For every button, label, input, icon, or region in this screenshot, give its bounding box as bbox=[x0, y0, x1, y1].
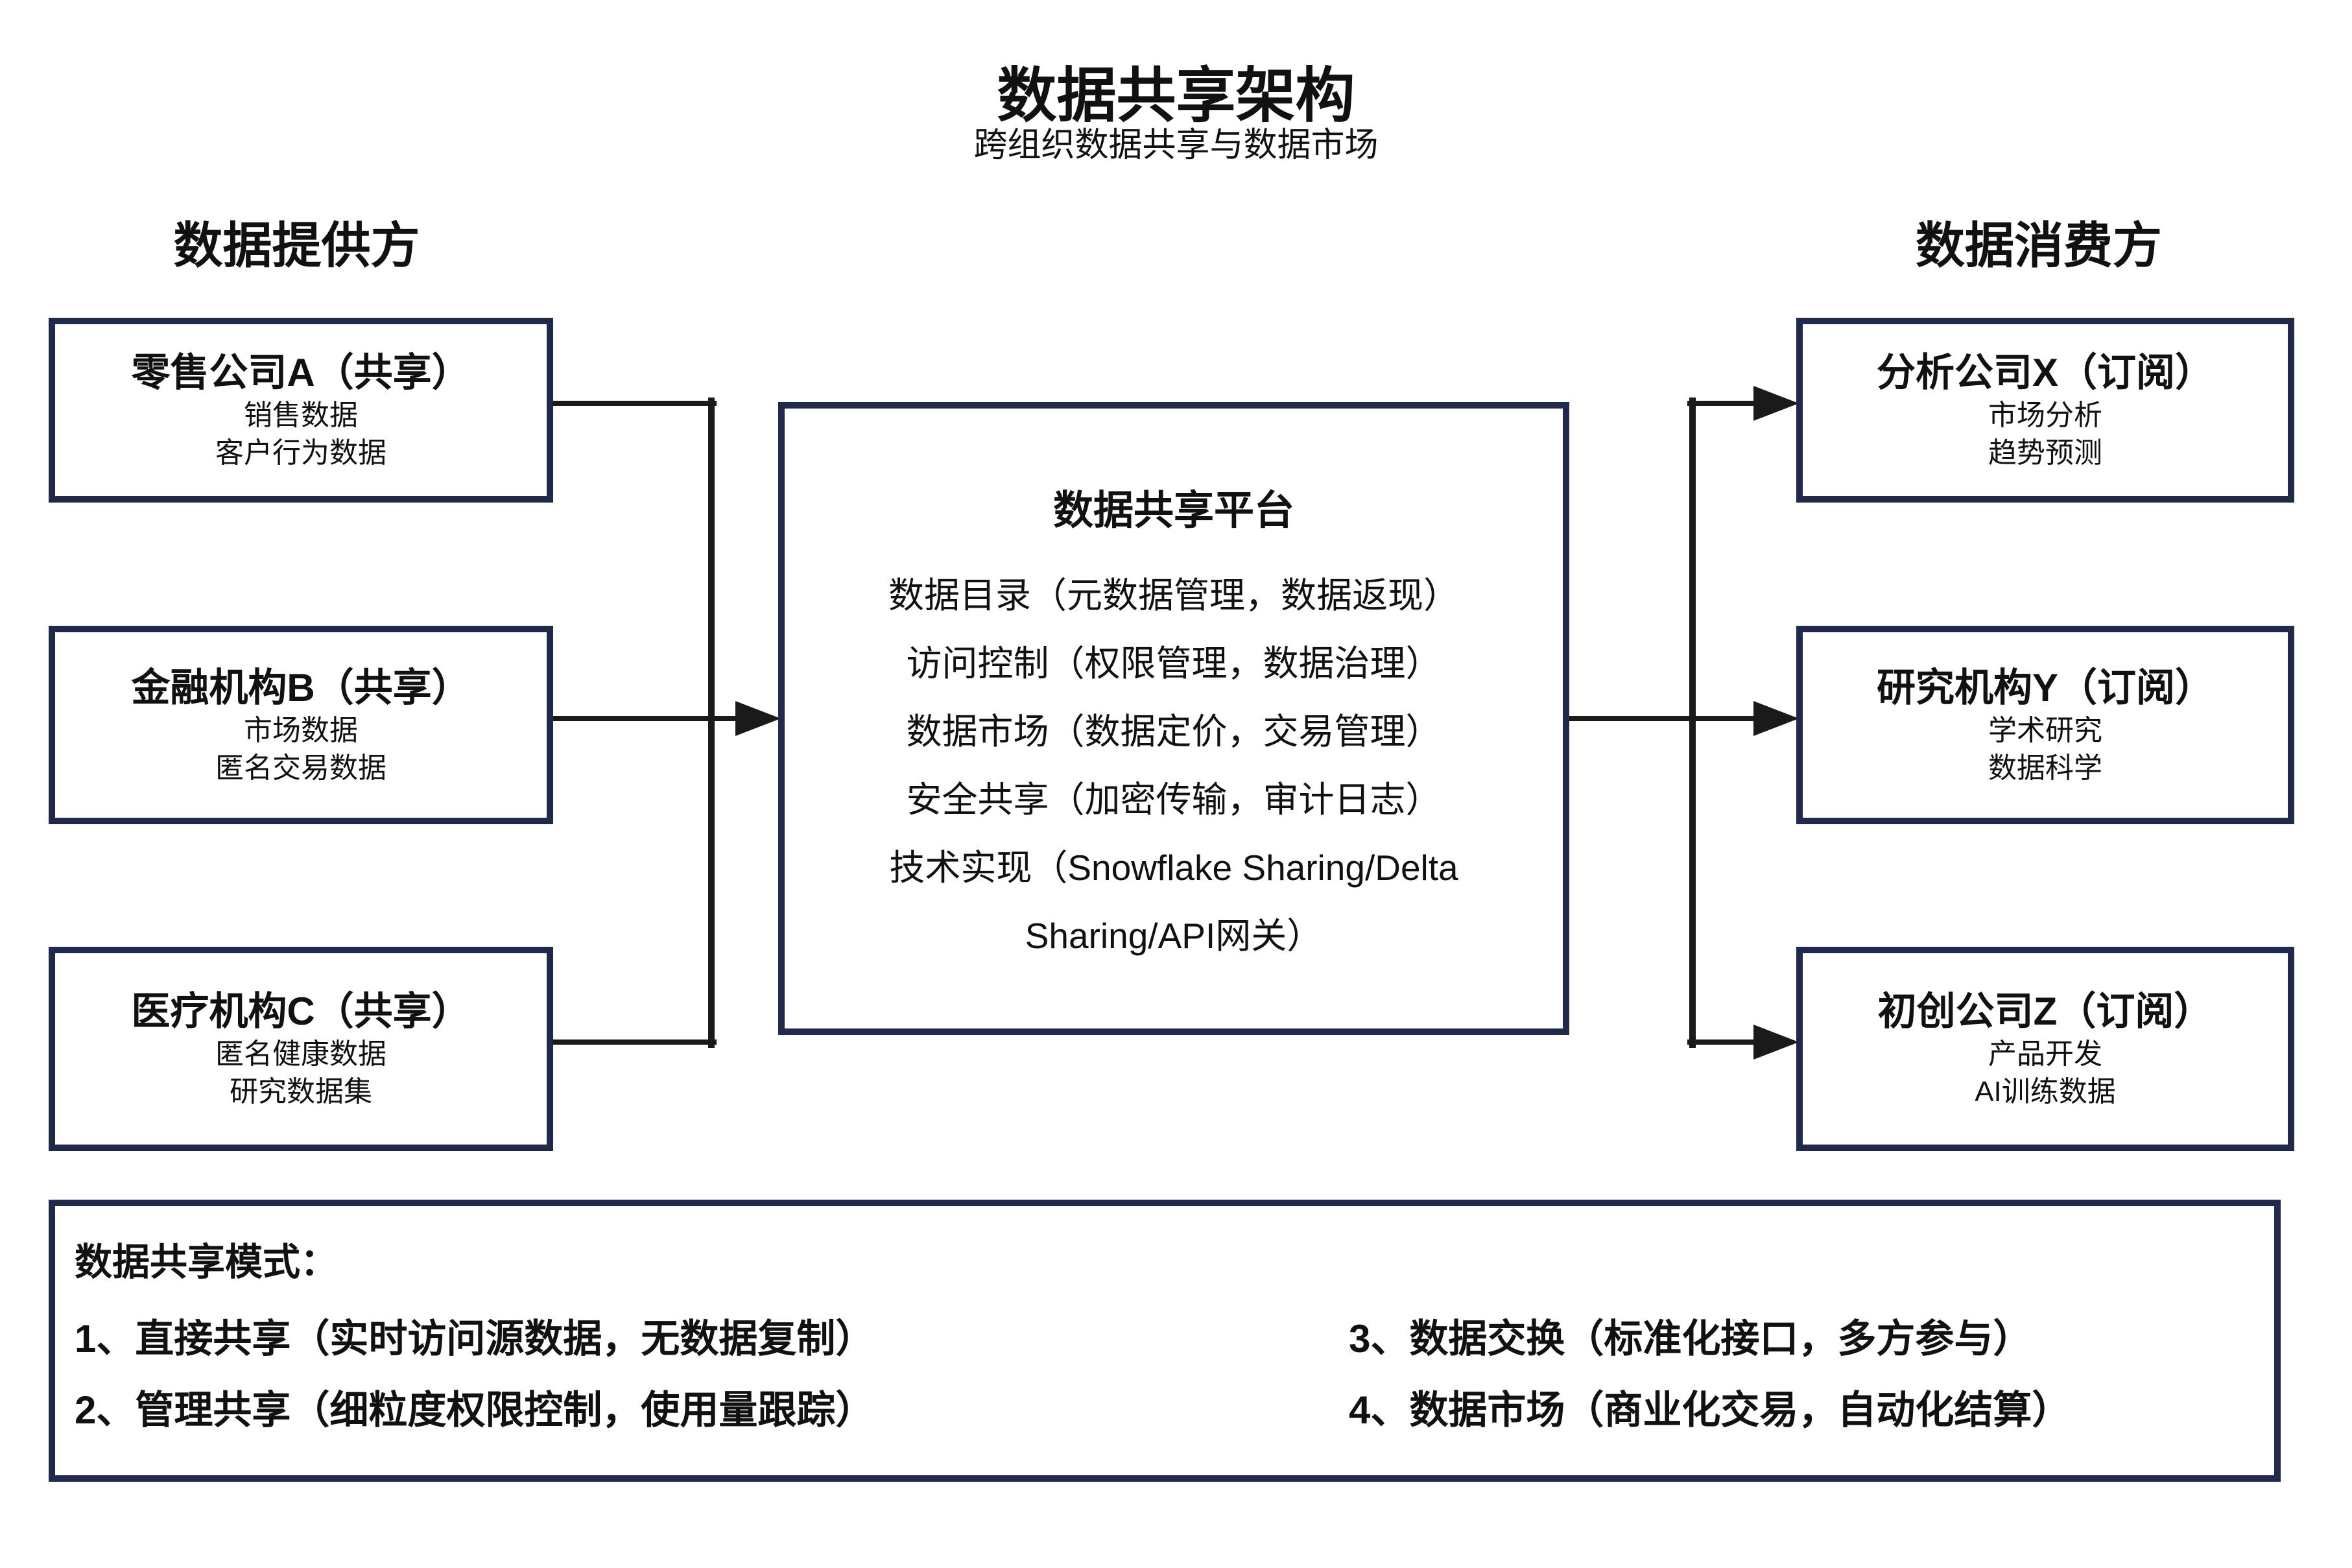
platform-capability: 访问控制（权限管理，数据治理） bbox=[906, 643, 1442, 683]
consumers-header: 数据消费方 bbox=[1916, 219, 2162, 274]
page-title: 数据共享架构 bbox=[997, 63, 1355, 129]
node-medical-institution-c: 医疗机构C（共享） 匿名健康数据 研究数据集 bbox=[49, 947, 553, 1151]
platform-capability-list: 数据目录（元数据管理，数据返现） 访问控制（权限管理，数据治理） 数据市场（数据… bbox=[830, 562, 1517, 970]
arrowhead-into-consumer-z-icon bbox=[1753, 1025, 1799, 1060]
node-detail: 客户行为数据 bbox=[215, 437, 386, 469]
node-title: 医疗机构C（共享） bbox=[131, 990, 471, 1034]
page-subtitle: 跨组织数据共享与数据市场 bbox=[973, 126, 1379, 164]
node-title: 研究机构Y（订阅） bbox=[1876, 665, 2215, 709]
sharing-mode-item-4: 4、数据市场（商业化交易，自动化结算） bbox=[1349, 1388, 2071, 1432]
platform-title: 数据共享平台 bbox=[1052, 488, 1294, 533]
node-detail: 销售数据 bbox=[244, 399, 358, 432]
sharing-modes-header: 数据共享模式： bbox=[75, 1241, 339, 1283]
node-detail: AI训练数据 bbox=[1975, 1076, 2116, 1108]
sharing-mode-item-1: 1、直接共享（实时访问源数据，无数据复制） bbox=[75, 1317, 875, 1360]
node-detail: 趋势预测 bbox=[1988, 437, 2102, 469]
arrowhead-into-consumer-y-icon bbox=[1753, 701, 1799, 736]
node-detail: 匿名交易数据 bbox=[215, 752, 386, 784]
node-title: 初创公司Z（订阅） bbox=[1877, 990, 2213, 1034]
node-detail: 研究数据集 bbox=[230, 1076, 372, 1108]
platform-capability: 数据目录（元数据管理，数据返现） bbox=[888, 575, 1459, 615]
node-detail: 产品开发 bbox=[1988, 1038, 2102, 1071]
node-retail-company-a: 零售公司A（共享） 销售数据 客户行为数据 bbox=[49, 318, 553, 503]
node-title: 零售公司A（共享） bbox=[131, 351, 471, 395]
sharing-mode-item-3: 3、数据交换（标准化接口，多方参与） bbox=[1349, 1317, 2032, 1360]
platform-capability: 技术实现（Snowflake Sharing/Delta Sharing/API… bbox=[889, 848, 1458, 956]
node-detail: 匿名健康数据 bbox=[215, 1038, 386, 1071]
node-research-institution-y: 研究机构Y（订阅） 学术研究 数据科学 bbox=[1796, 626, 2294, 824]
node-detail: 市场分析 bbox=[1988, 399, 2102, 432]
node-title: 分析公司X（订阅） bbox=[1876, 351, 2215, 395]
platform-capability: 安全共享（加密传输，审计日志） bbox=[906, 779, 1442, 820]
arrowhead-into-platform-icon bbox=[735, 701, 781, 736]
node-detail: 市场数据 bbox=[244, 714, 358, 746]
sharing-modes-panel: 数据共享模式： 1、直接共享（实时访问源数据，无数据复制） 2、管理共享（细粒度… bbox=[49, 1200, 2281, 1482]
providers-header: 数据提供方 bbox=[173, 219, 420, 274]
platform-capability: 数据市场（数据定价，交易管理） bbox=[906, 711, 1442, 752]
node-startup-company-z: 初创公司Z（订阅） 产品开发 AI训练数据 bbox=[1796, 947, 2294, 1151]
sharing-mode-item-2: 2、管理共享（细粒度权限控制，使用量跟踪） bbox=[75, 1388, 875, 1432]
node-detail: 数据科学 bbox=[1988, 752, 2102, 784]
arrowhead-into-consumer-x-icon bbox=[1753, 386, 1799, 421]
node-financial-institution-b: 金融机构B（共享） 市场数据 匿名交易数据 bbox=[49, 626, 553, 824]
node-analytics-company-x: 分析公司X（订阅） 市场分析 趋势预测 bbox=[1796, 318, 2294, 503]
node-detail: 学术研究 bbox=[1988, 714, 2102, 746]
node-data-sharing-platform: 数据共享平台 数据目录（元数据管理，数据返现） 访问控制（权限管理，数据治理） … bbox=[778, 402, 1569, 1035]
node-title: 金融机构B（共享） bbox=[131, 665, 471, 709]
